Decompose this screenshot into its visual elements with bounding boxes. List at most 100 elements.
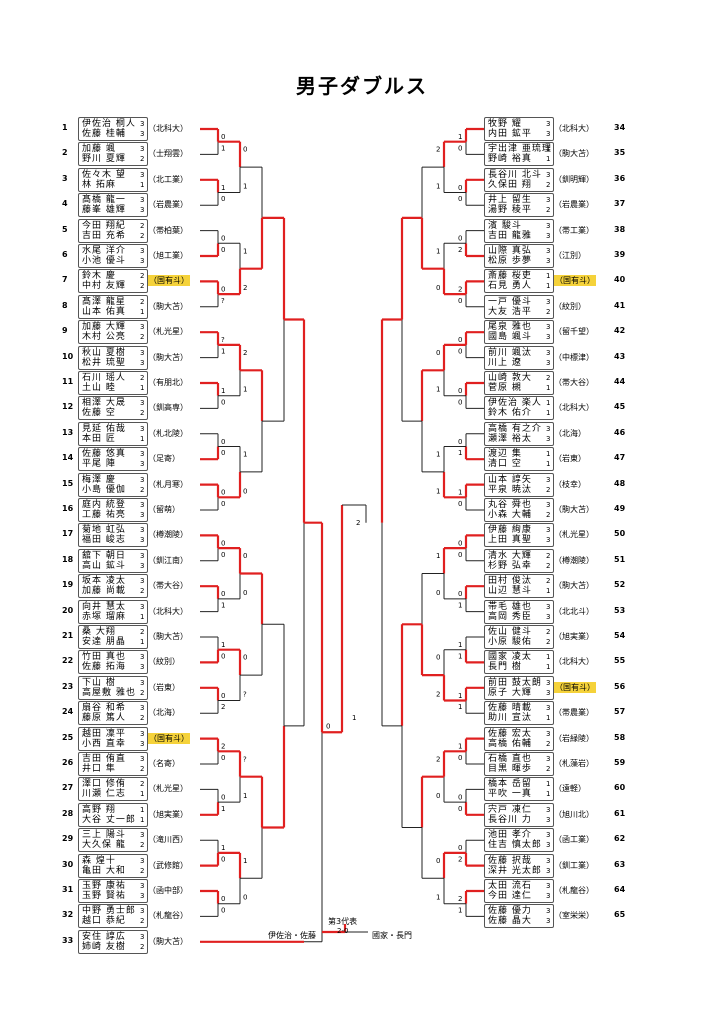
match-score: 1 [221, 641, 225, 649]
player-name: 赤塚 瑠麻 [82, 611, 126, 622]
player-name: 竹田 真也 [82, 652, 126, 663]
school-name: （帯大谷） [554, 378, 594, 387]
player-grade: 2 [546, 206, 551, 215]
third-place-score: 2-0 [337, 927, 349, 935]
match-score: ? [221, 297, 225, 305]
player-grade: 3 [140, 892, 145, 900]
match-score: 0 [458, 195, 462, 203]
player-name: 小森 大輔 [488, 510, 532, 520]
player-grade: 2 [546, 765, 551, 773]
match-score: ? [243, 691, 247, 699]
player-grade: 3 [546, 130, 551, 138]
school-name: （駒大苫） [148, 352, 188, 362]
entry-number: 18 [62, 554, 74, 564]
player-name: 佐藤 優力 [488, 906, 532, 917]
player-name: 髙澤 龍星 [82, 296, 126, 307]
player-name: 國島 颯斗 [488, 332, 532, 343]
third-place-label: 第3代表 [328, 917, 358, 926]
player-grade: 2 [546, 628, 551, 636]
player-grade: 3 [140, 247, 145, 255]
player-grade: 2 [546, 374, 551, 382]
match-score: 1 [458, 641, 462, 649]
player-name: 吉田 龍雅 [488, 230, 532, 241]
match-score: 0 [221, 489, 225, 497]
player-grade: 3 [546, 892, 551, 900]
school-name: （札龍谷） [554, 886, 594, 895]
player-grade: 3 [546, 434, 551, 443]
player-name: 一戸 優斗 [488, 296, 532, 307]
player-grade: 3 [546, 424, 551, 433]
player-name: 加藤 大輝 [82, 322, 126, 333]
match-score: 0 [221, 692, 225, 700]
player-name: 佐藤 悠真 [82, 449, 126, 460]
player-grade: 3 [140, 348, 145, 357]
entry-number: 17 [62, 529, 74, 539]
match-score: 1 [221, 387, 225, 395]
player-grade: 2 [140, 155, 145, 164]
entry-number: 9 [62, 326, 68, 336]
school-name: （国有斗） [554, 681, 596, 693]
player-grade: 1 [546, 587, 551, 596]
player-grade: 3 [140, 882, 145, 890]
entry-number: 43 [614, 351, 626, 361]
player-grade: 2 [546, 307, 551, 316]
school-name: （札龍谷） [148, 911, 188, 921]
match-score: 0 [458, 438, 462, 446]
match-score: 0 [458, 844, 462, 852]
player-name: 亀田 大和 [82, 865, 126, 876]
school-name: （室栄栄） [554, 911, 594, 921]
school-name: （樽潮陵） [554, 555, 594, 565]
player-name: 扇谷 和希 [82, 703, 126, 714]
school-name: （札光星） [148, 784, 188, 794]
match-score: 0 [221, 398, 225, 406]
player-name: 太田 流石 [488, 881, 532, 891]
player-grade: 3 [546, 841, 551, 850]
player-name: 相澤 大晟 [82, 398, 126, 409]
match-score: 1 [436, 183, 440, 191]
player-name: 佐藤 晴載 [488, 703, 532, 714]
player-grade: 3 [546, 120, 551, 128]
player-name: 牧野 耀 [488, 119, 522, 129]
school-name: （札光星） [554, 530, 594, 540]
school-name: （旭工業） [148, 251, 188, 260]
school-name: （札光星） [148, 327, 188, 337]
entry-number: 45 [614, 402, 626, 412]
school-name: （帯柏葉） [148, 225, 188, 235]
player-name: 渡辺 集 [488, 449, 522, 460]
school-name: （北科大） [554, 124, 594, 133]
entry-number: 12 [62, 402, 74, 412]
school-name: （滝川西） [148, 835, 188, 845]
match-score: 0 [243, 146, 247, 154]
player-name: 田村 俊汰 [488, 576, 532, 587]
player-grade: 2 [546, 485, 551, 494]
player-name: 平尾 陣 [82, 459, 116, 470]
school-name: （駒大苫） [554, 505, 594, 514]
match-score: 0 [458, 793, 462, 801]
player-name: 原子 大輝 [488, 687, 532, 698]
player-name: 佐藤 晶大 [488, 916, 532, 927]
entry-number: 8 [62, 300, 68, 310]
